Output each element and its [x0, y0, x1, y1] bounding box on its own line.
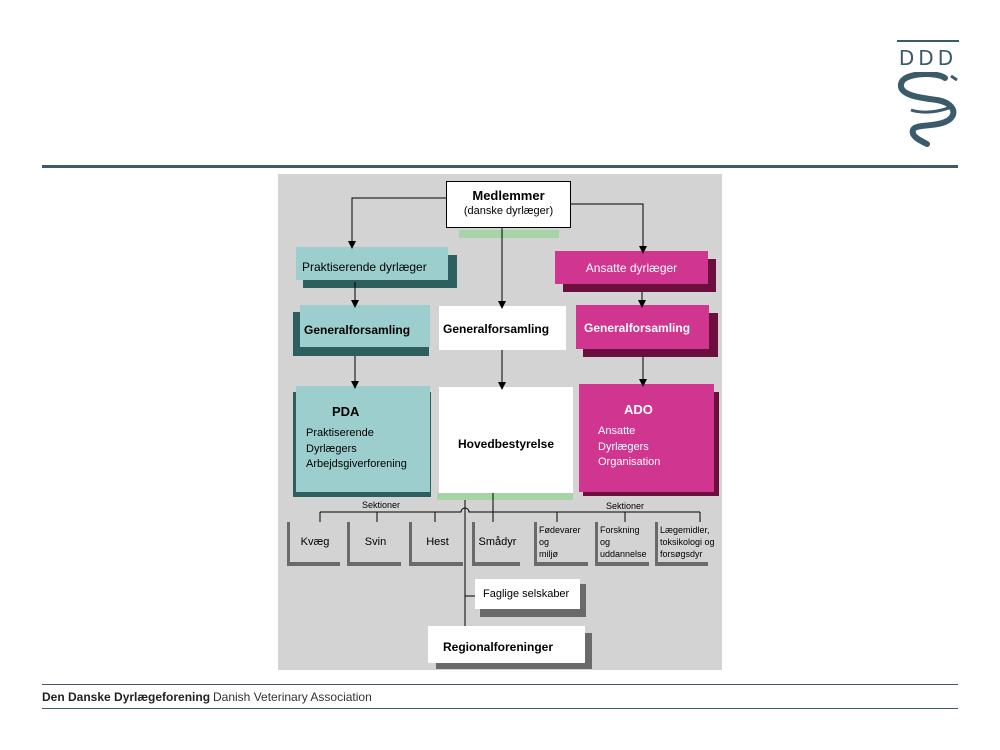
section-label: Fødevarer — [539, 525, 581, 535]
ddd-logo: DDD — [893, 38, 963, 148]
section-label: Hest — [426, 536, 449, 548]
section-label: miljø — [539, 549, 558, 559]
board-box: Hovedbestyrelse — [439, 387, 573, 493]
members-box: Medlemmer (danske dyrlæger) — [446, 181, 571, 228]
section-label: og — [600, 537, 611, 547]
section-label: Smådyr — [478, 536, 517, 548]
ado-title: ADO — [624, 402, 653, 417]
practicing-box: Praktiserende dyrlæger — [296, 247, 448, 280]
ado-line3: Organisation — [598, 456, 661, 468]
section-box: Svin — [350, 522, 401, 562]
employed-box: Ansatte dyrlæger — [555, 251, 708, 284]
serpent-icon — [898, 72, 958, 147]
ga-center-box: Generalforsamling — [439, 306, 566, 350]
section-label: toksikologi og — [660, 537, 715, 547]
societies-label: Faglige selskaber — [483, 588, 570, 600]
section-box: Hest — [412, 522, 463, 562]
pda-line2: Dyrlægers — [306, 443, 357, 455]
footer-org-name: Den Danske Dyrlægeforening — [42, 690, 211, 704]
board-label: Hovedbestyrelse — [457, 437, 555, 451]
section-box: Smådyr — [475, 522, 520, 562]
pda-title: PDA — [332, 404, 360, 419]
section-box: Fødevarer og miljø — [537, 522, 588, 562]
footer-top-rule — [42, 684, 958, 685]
section-box: Lægemidler, toksikologi og forsøgsdyr — [658, 522, 715, 562]
practicing-label: Praktiserende dyrlæger — [302, 260, 427, 274]
ga-right-box: Generalforsamling — [576, 305, 709, 349]
footer-bottom-rule — [42, 708, 958, 709]
ga-right-label: Generalforsamling — [584, 321, 691, 335]
logo-rule — [897, 40, 959, 42]
ga-left-box: Generalforsamling — [300, 305, 430, 347]
members-subtitle: (danske dyrlæger) — [463, 205, 554, 217]
board-accent-bar — [437, 493, 573, 500]
ga-left-label: Generalforsamling — [304, 323, 411, 337]
pda-box: PDA Praktiserende Dyrlægers Arbejdsgiver… — [296, 386, 430, 492]
pda-line1: Praktiserende — [306, 427, 374, 439]
section-label: uddannelse — [600, 549, 647, 559]
employed-label: Ansatte dyrlæger — [585, 261, 678, 275]
section-box: Kvæg — [290, 522, 340, 562]
section-label: og — [539, 537, 550, 547]
ado-line2: Dyrlægers — [598, 441, 649, 453]
members-title: Medlemmer — [472, 188, 545, 203]
societies-box: Faglige selskaber — [475, 579, 580, 609]
ado-line1: Ansatte — [598, 425, 636, 437]
sections-right-label: Sektioner — [606, 501, 645, 511]
pda-line3: Arbejdsgiverforening — [306, 458, 407, 470]
section-label: Forskning — [600, 525, 640, 535]
ga-center-label: Generalforsamling — [443, 322, 550, 336]
section-label: Kvæg — [300, 536, 330, 548]
logo-text: DDD — [898, 46, 958, 70]
sections-left-label: Sektioner — [362, 500, 401, 510]
ado-box: ADO Ansatte Dyrlægers Organisation — [579, 384, 714, 492]
section-label: Svin — [364, 536, 387, 548]
section-label: forsøgsdyr — [660, 549, 703, 559]
section-label: Lægemidler, — [660, 525, 710, 535]
footer-english-name: Danish Veterinary Association — [213, 690, 372, 704]
regional-label: Regionalforeninger — [443, 640, 554, 654]
section-box: Forskning og uddannelse — [598, 522, 649, 562]
members-accent-bar — [459, 230, 559, 238]
header-divider — [42, 165, 958, 168]
regional-box: Regionalforeninger — [428, 626, 585, 663]
